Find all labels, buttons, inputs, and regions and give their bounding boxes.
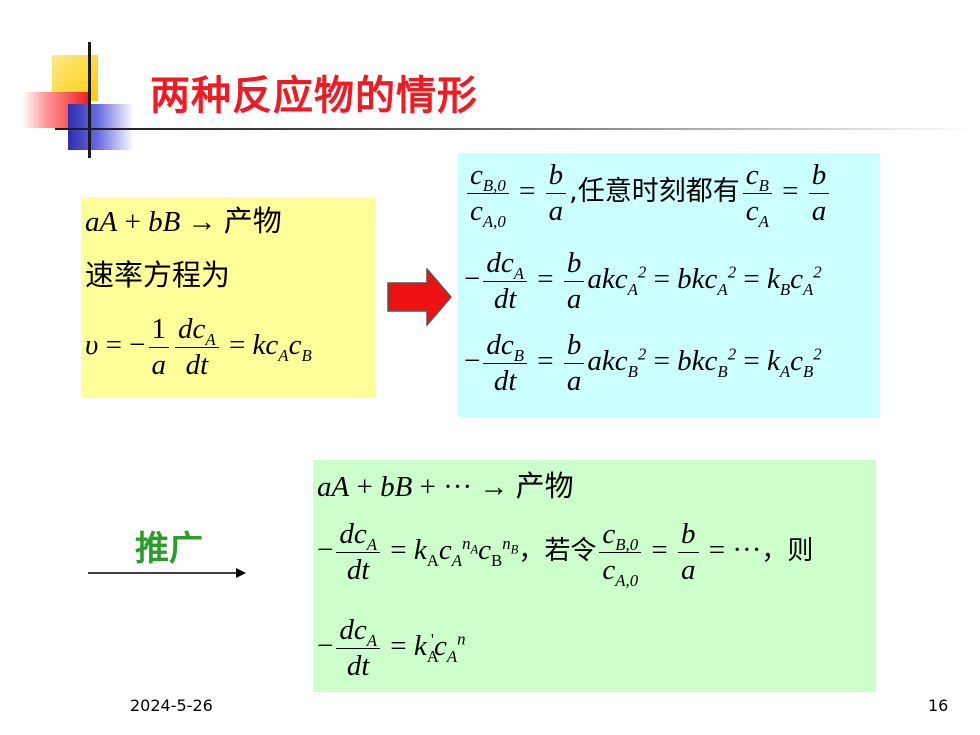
title-decoration-vertical-line <box>88 42 91 158</box>
title-underline <box>55 128 975 130</box>
reaction-equation: aA + bB → 产物 <box>85 204 282 238</box>
title-decoration-blue-square <box>68 104 134 150</box>
right-arrow-line-icon <box>88 568 246 578</box>
footer-date: 2024-5-26 <box>130 696 213 715</box>
rate-equation-label: 速率方程为 <box>85 258 231 292</box>
ruoling-text: 若令 <box>544 536 597 567</box>
ze-text: ，则 <box>761 536 814 567</box>
general-reaction-equation: aA + bB + ··· → 产物 <box>317 469 574 503</box>
page-number: 16 <box>928 696 949 715</box>
generalization-label: 推广 <box>135 529 203 569</box>
ratio-text: ,任意时刻都有 <box>569 176 740 208</box>
slide-title: 两种反应物的情形 <box>150 73 478 119</box>
right-arrow-block-icon <box>387 268 452 326</box>
